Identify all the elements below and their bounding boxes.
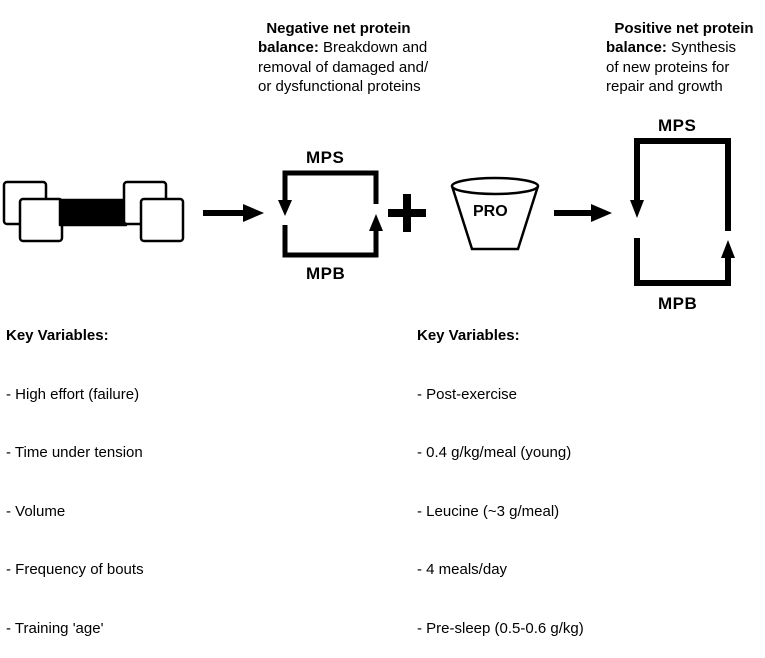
negative-balance-desc-2: removal of damaged and/: [258, 58, 429, 76]
protein-key-variables-title: Key Variables:: [417, 327, 520, 344]
negative-balance-caption: Negative net protein balance: Breakdown a…: [258, 0, 428, 97]
positive-balance-heading-2: balance:: [606, 39, 667, 56]
positive-balance-desc-3: repair and growth: [606, 78, 723, 95]
protein-key-variables: Key Variables: - Post-exercise - 0.4 g/k…: [417, 287, 584, 658]
list-item: - Volume: [6, 502, 66, 520]
dumbbell-icon: [2, 180, 185, 243]
list-item: - 4 meals/day: [417, 561, 508, 578]
positive-balance-desc-1: Synthesis: [666, 39, 737, 56]
list-item: - Training 'age': [6, 619, 104, 637]
right-arrow-icon: [203, 204, 264, 222]
protein-cup-icon: [450, 176, 540, 251]
plus-icon: [388, 194, 426, 232]
positive-balance-heading-1: Positive net protein: [614, 19, 754, 37]
list-item: - Frequency of bouts: [6, 561, 144, 578]
list-item: - High effort (failure): [6, 385, 140, 403]
negative-balance-desc-3: or dysfunctional proteins: [258, 78, 421, 95]
right-cycle-down-arrowhead: [630, 200, 644, 218]
negative-balance-heading-1: Negative net protein: [266, 19, 411, 37]
positive-balance-desc-2: of new proteins for: [606, 58, 730, 76]
exercise-key-variables: Key Variables: - High effort (failure) -…: [6, 287, 144, 658]
middle-cycle-down-arrowhead: [278, 200, 292, 216]
middle-mps-label: MPS: [306, 148, 345, 167]
negative-balance-heading-2: balance:: [258, 39, 319, 56]
exercise-key-variables-title: Key Variables:: [6, 327, 109, 344]
list-item: - Leucine (~3 g/meal): [417, 502, 560, 520]
right-mps-label: MPS: [658, 116, 697, 135]
middle-cycle-up-arrowhead: [369, 214, 383, 231]
negative-balance-desc-1: Breakdown and: [318, 39, 428, 56]
right-protein-cycle: [634, 138, 731, 286]
middle-protein-cycle: [282, 170, 379, 258]
list-item: - Time under tension: [6, 444, 143, 461]
list-item: - Pre-sleep (0.5-0.6 g/kg): [417, 619, 584, 637]
right-cycle-up-arrowhead: [721, 240, 735, 258]
middle-mpb-label: MPB: [306, 264, 346, 283]
positive-balance-caption: Positive net protein balance: Synthesis of…: [606, 0, 754, 97]
right-arrow-icon: [554, 204, 612, 222]
protein-cup-label: PRO: [473, 203, 508, 220]
list-item: - Post-exercise: [417, 385, 518, 403]
right-mpb-label: MPB: [658, 294, 698, 313]
diagram-canvas: [2, 138, 735, 286]
list-item: - 0.4 g/kg/meal (young): [417, 444, 572, 461]
